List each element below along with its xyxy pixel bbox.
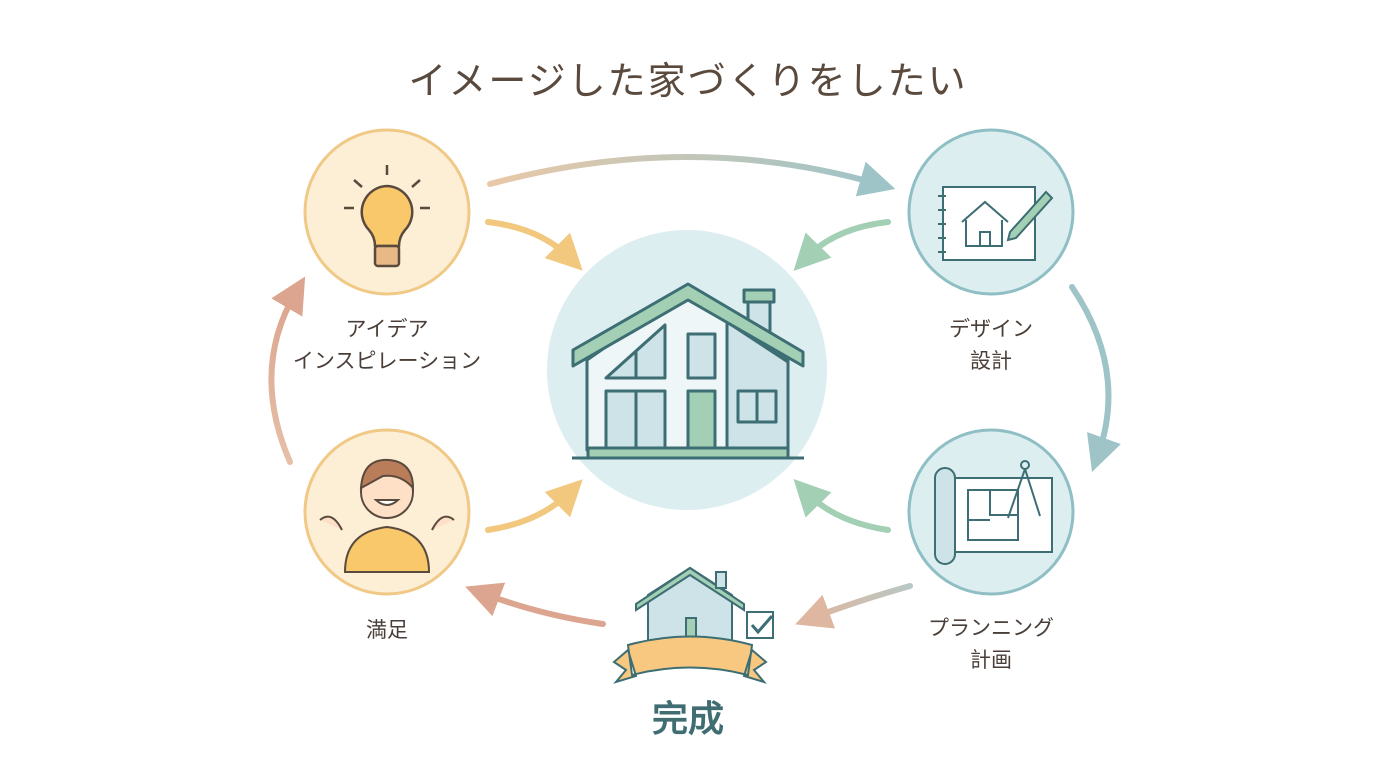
idea-label-line2: インスピレーション (292, 349, 482, 373)
design-label-line1: デザイン (949, 317, 1033, 341)
arrow-completion-to-satisfaction (465, 582, 606, 627)
design-label: デザイン 設計 (949, 313, 1033, 377)
arrow-satisfaction-to-idea (268, 276, 306, 465)
arrow-idea-to-center (485, 219, 583, 271)
planning-label: プランニング 計画 (928, 612, 1054, 676)
arrow-satisfaction-to-center (485, 479, 583, 533)
arrow-design-to-planning (1069, 284, 1121, 472)
satisfaction-label: 満足 (366, 618, 408, 642)
idea-label-line1: アイデア (345, 317, 429, 341)
sketchbook-pencil-icon (938, 186, 1054, 261)
arrow-idea-to-design (487, 154, 896, 197)
lightbulb-icon (344, 165, 430, 268)
completion-step (612, 566, 774, 684)
cycle-arrows (268, 154, 1121, 629)
center-house (547, 230, 827, 510)
planning-label-line1: プランニング (928, 616, 1054, 640)
happy-person-icon (319, 458, 455, 573)
idea-label: アイデア インスピレーション (293, 313, 481, 377)
arrow-planning-to-completion (795, 583, 913, 629)
completion-label: 完成 (651, 699, 725, 740)
ribbon-banner (612, 635, 768, 684)
arrow-design-to-center (793, 219, 891, 271)
design-label-line2: 設計 (970, 349, 1012, 373)
idea-step (303, 128, 471, 296)
checkbox-check-icon (746, 611, 774, 639)
blueprint-compass-icon (934, 460, 1053, 565)
satisfaction-step (303, 428, 471, 596)
planning-step (907, 428, 1075, 596)
planning-label-line2: 計画 (970, 648, 1012, 672)
page-title: イメージした家づくりをしたい (408, 59, 968, 103)
design-step (907, 128, 1075, 296)
arrow-planning-to-center (793, 479, 891, 533)
